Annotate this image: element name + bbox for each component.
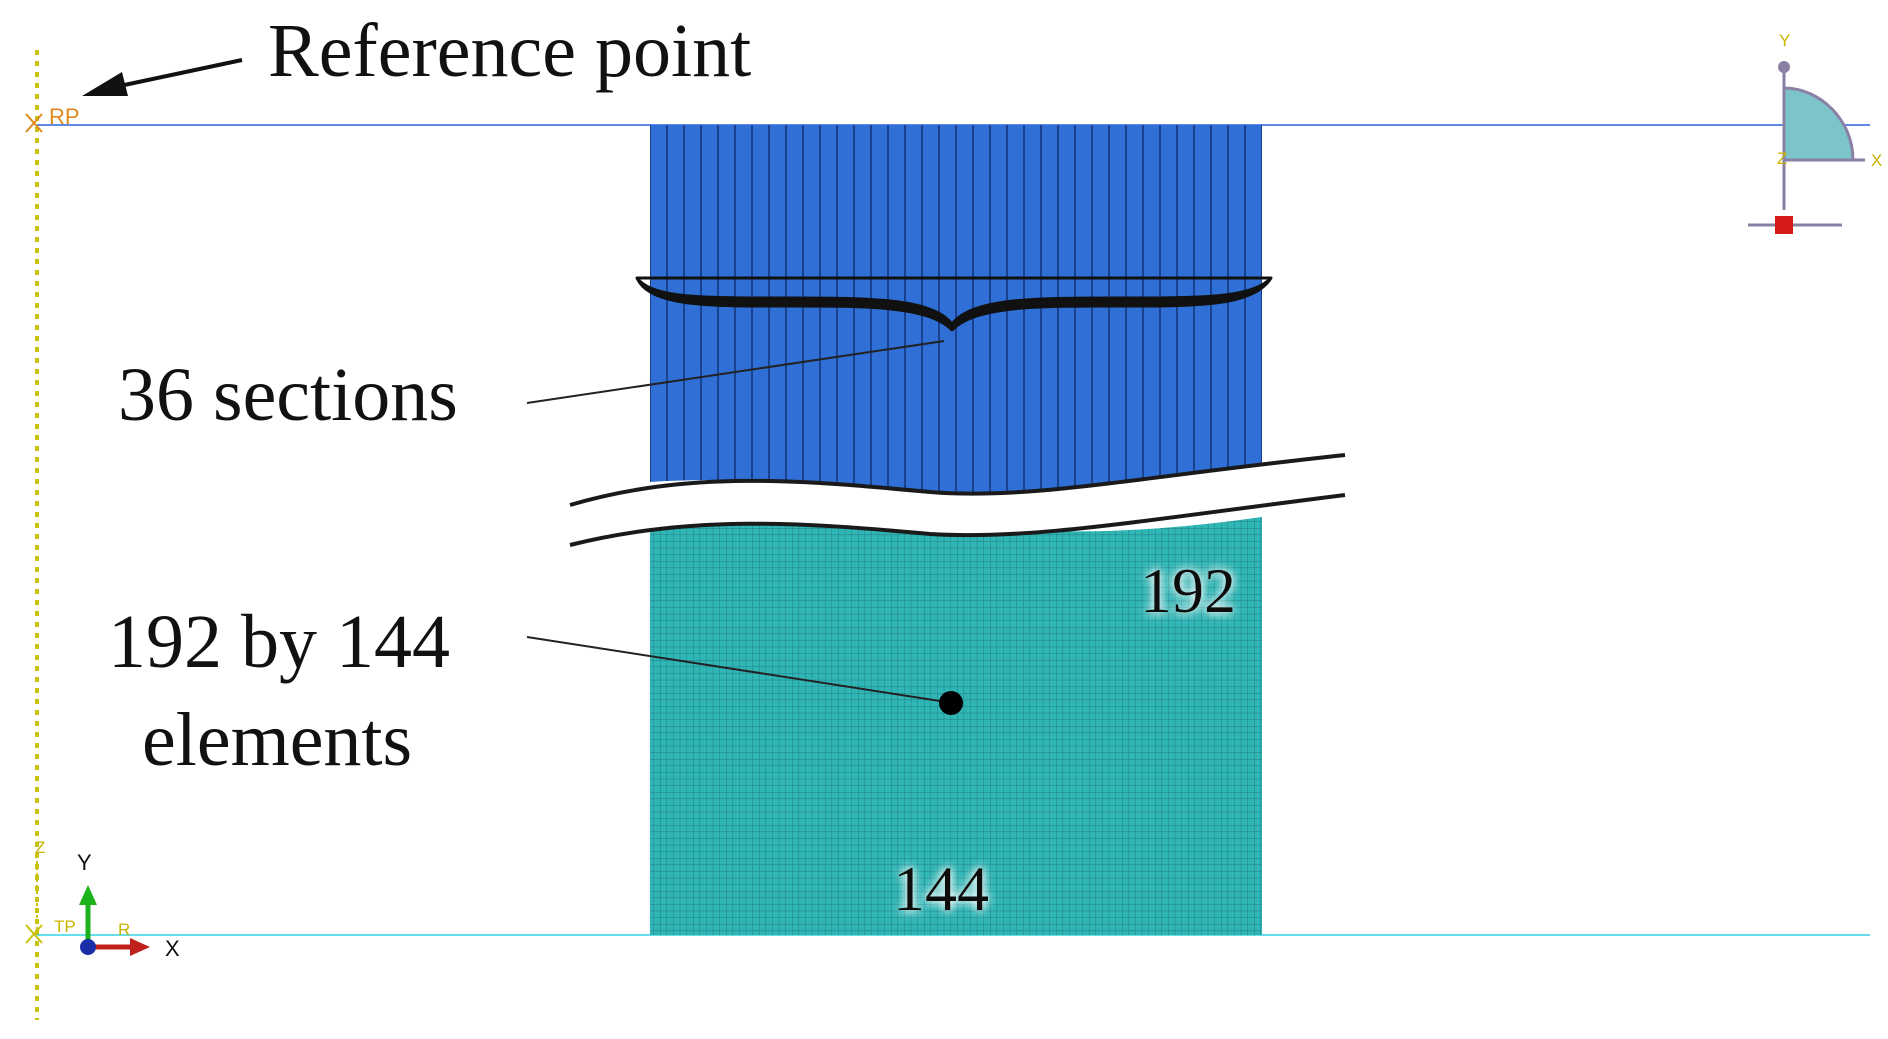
svg-text:Z: Z <box>35 838 45 857</box>
count-vertical-label: 192 <box>1140 555 1236 626</box>
count-horizontal-label: 144 <box>893 853 989 924</box>
rp-arrow-shaft <box>109 58 243 90</box>
rp-arrow-head <box>82 72 128 96</box>
rp-marker: RP <box>25 104 80 133</box>
svg-text:TP: TP <box>54 917 76 936</box>
elements-label-line2: elements <box>142 698 412 782</box>
element-dot <box>939 691 963 715</box>
break-line-lower <box>569 493 1346 547</box>
sections-brace <box>635 276 1273 332</box>
elements-leader <box>526 636 941 702</box>
lower-mesh <box>650 512 1262 935</box>
sections-leader <box>526 340 945 404</box>
view-triad: Y X Z <box>1748 31 1882 234</box>
coordinate-triad: Z R Y X <box>35 838 180 961</box>
svg-text:R: R <box>118 920 130 939</box>
svg-text:X: X <box>165 936 180 961</box>
svg-text:Y: Y <box>1779 31 1790 50</box>
break-line-upper <box>569 453 1346 507</box>
svg-text:Y: Y <box>77 850 92 875</box>
svg-text:X: X <box>1871 151 1882 170</box>
svg-text:Z: Z <box>1777 149 1787 168</box>
reference-point-label: Reference point <box>268 9 751 93</box>
tp-marker: TP <box>25 917 76 944</box>
elements-label-line1: 192 by 144 <box>108 600 450 684</box>
sections-label: 36 sections <box>118 353 458 437</box>
svg-text:RP: RP <box>49 104 80 129</box>
